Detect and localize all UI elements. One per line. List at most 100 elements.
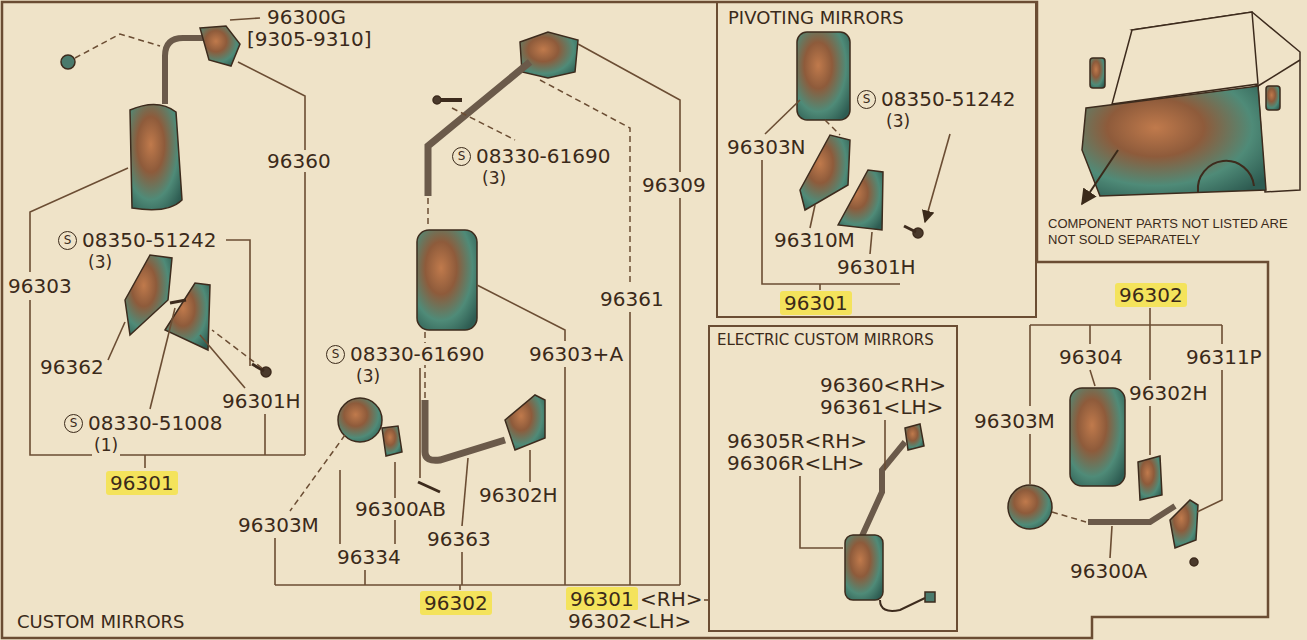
leader-line — [1090, 370, 1095, 386]
part-number: 08330-61690 — [474, 145, 612, 167]
leader-line — [200, 335, 245, 388]
leader-line — [1029, 434, 1031, 484]
mirror-illustration — [125, 255, 172, 335]
standard-part-mark: S — [326, 345, 345, 364]
leader-line — [1030, 324, 1222, 326]
mirror-illustration — [130, 104, 182, 209]
quantity: (3) — [86, 251, 114, 273]
mirror-illustration — [1082, 86, 1266, 196]
leader-line — [1110, 526, 1112, 558]
section-title: CUSTOM MIRRORS — [15, 612, 187, 633]
mirror-illustration — [1008, 485, 1052, 529]
mirror-illustration — [1258, 60, 1300, 86]
part-number: 96310M — [772, 229, 857, 251]
section-box: ELECTRIC CUSTOM MIRRORS — [708, 325, 958, 632]
leader-line — [150, 308, 175, 409]
part-number: 96301H — [220, 390, 303, 412]
mirror-illustration — [1082, 150, 1118, 204]
leader-line — [765, 100, 800, 134]
mirror-illustration — [428, 62, 530, 196]
dashed-leader — [825, 120, 840, 135]
mirror-illustration — [845, 535, 883, 600]
part-number: 96361 — [598, 288, 666, 310]
leader-line — [461, 552, 463, 585]
frame-outline — [2, 2, 1268, 638]
mirror-illustration — [382, 426, 402, 456]
assembly-number: 96301 — [106, 471, 178, 495]
mirror-illustration — [170, 300, 186, 303]
mirror-illustration — [433, 96, 441, 104]
part-number: 96363 — [425, 528, 493, 550]
leader-line — [679, 198, 681, 585]
leader-line — [264, 414, 266, 455]
mirror-illustration — [862, 442, 905, 536]
standard-part-mark: S — [452, 147, 471, 166]
part-number: 08350-51242 — [879, 88, 1017, 110]
part-number: <RH> — [638, 588, 704, 610]
dashed-leader — [75, 34, 1086, 522]
leader-line — [477, 285, 565, 341]
leader-line — [419, 368, 421, 478]
part-number: 96306R<LH> — [725, 452, 866, 474]
part-number: 96309 — [640, 174, 708, 196]
mirror-illustration — [418, 482, 440, 492]
part-number: 96300G — [265, 6, 348, 28]
part-number: 96301H — [835, 256, 918, 278]
dashed-leader — [427, 198, 429, 228]
dashed-leader — [424, 332, 426, 398]
dashed-leader — [1052, 512, 1086, 522]
mirror-illustration — [1138, 456, 1162, 500]
part-number: 96303N — [725, 136, 808, 158]
assembly-number: 96302 — [1115, 283, 1187, 307]
mirror-illustration — [417, 230, 477, 330]
leader-line — [1089, 325, 1091, 344]
leader-line — [274, 538, 276, 585]
mirror-illustration — [1198, 161, 1254, 192]
leader-line — [30, 18, 1222, 600]
mirror-illustration — [880, 598, 925, 611]
standard-part-mark: S — [857, 90, 876, 109]
assembly-number: 96302 — [420, 591, 492, 615]
dashed-leader — [452, 108, 515, 140]
part-number: 96360 — [265, 150, 333, 172]
part-number: 96304 — [1057, 346, 1125, 368]
mirror-illustration — [165, 38, 206, 104]
standard-part-mark: S — [58, 231, 77, 250]
quantity: (1) — [92, 434, 120, 456]
leader-line — [810, 205, 815, 228]
quantity: (3) — [480, 167, 508, 189]
mirror-illustration — [904, 226, 916, 232]
part-number: 08350-51242 — [80, 229, 218, 251]
leader-line — [1149, 406, 1151, 455]
part-number: 96300A — [1068, 560, 1149, 582]
quantity: (3) — [354, 365, 382, 387]
dashed-leader — [212, 330, 262, 368]
leader-line — [144, 455, 146, 468]
leader-line — [1149, 308, 1151, 325]
standard-part-mark: S — [64, 414, 83, 433]
assembly-number: 96301 — [780, 291, 852, 315]
leader-line — [108, 322, 125, 360]
mirror-illustration — [1170, 500, 1198, 548]
leader-line — [1149, 325, 1151, 380]
leader-line — [30, 300, 305, 455]
mirror-illustration — [1090, 58, 1105, 88]
mirror-illustration — [913, 228, 923, 238]
quantity: (3) — [884, 110, 912, 132]
part-number: 96302H — [1127, 382, 1210, 404]
part-number: 96361<LH> — [818, 396, 945, 418]
leader-line — [1029, 325, 1031, 406]
part-number: 96334 — [335, 546, 403, 568]
dashed-leader — [290, 435, 345, 511]
leader-line — [884, 420, 886, 470]
part-number: [9305-9310] — [245, 28, 374, 50]
leader-line — [462, 458, 468, 526]
dashed-leader — [75, 34, 160, 58]
leader-line — [364, 570, 366, 585]
leader-line — [339, 470, 341, 544]
